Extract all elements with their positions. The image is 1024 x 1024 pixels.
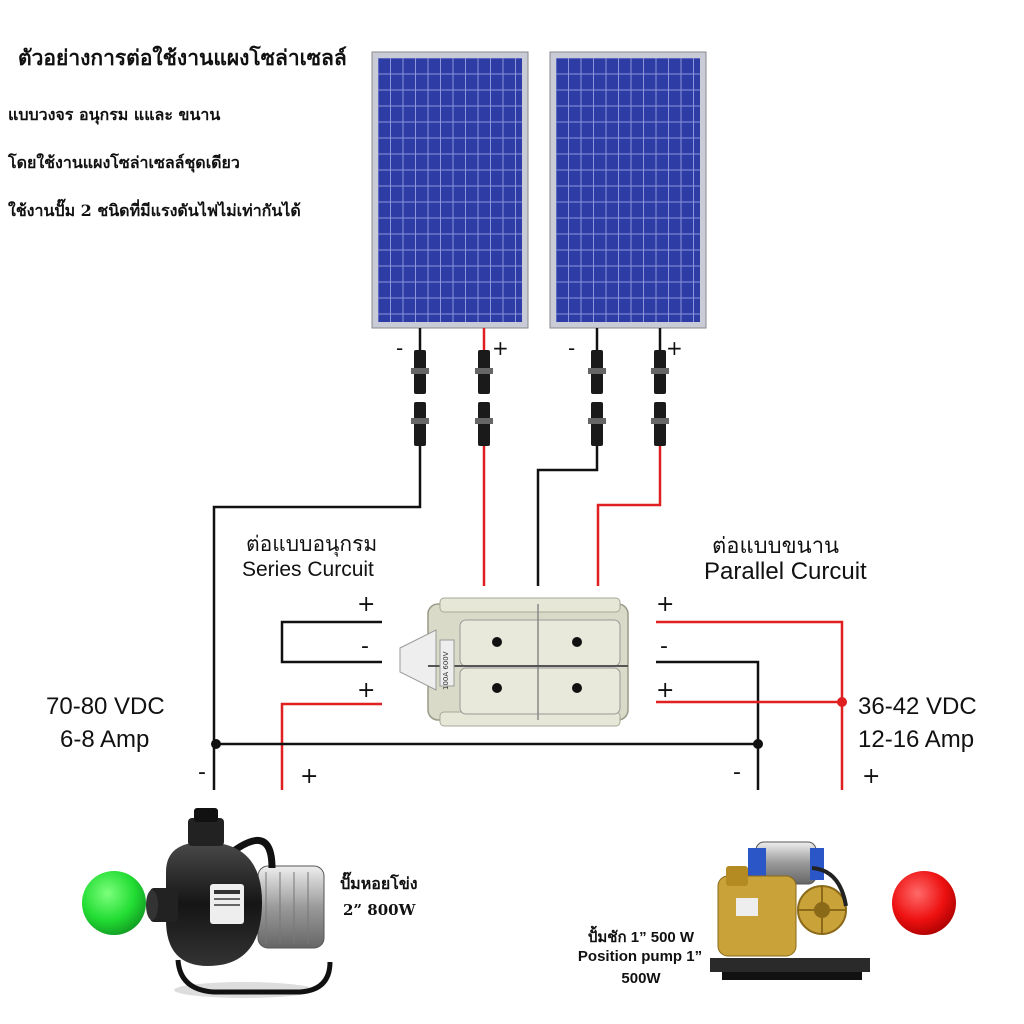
series-plus-bottom: + [357,678,376,703]
intro-line-1: แบบวงจร อนุกรม แและ ขนาน [8,105,221,124]
panel1-minus: - [396,336,404,360]
series-plus-top: + [357,592,376,617]
right-output-plus: + [862,764,881,789]
left-output-minus: - [198,760,206,785]
panel1-plus: + [492,336,509,360]
series-label-en: Series Curcuit [242,558,374,581]
switch-rating: 100A 600V [442,651,450,690]
parallel-label-en: Parallel Curcuit [704,558,867,585]
series-voltage: 70-80 VDC [46,693,165,720]
panel2-minus: - [568,336,576,360]
green-indicator-light [82,871,146,935]
parallel-current: 12-16 Amp [858,726,975,753]
panel-connectors [411,328,669,446]
centrifugal-pump [146,808,333,998]
parallel-plus-top: + [656,592,675,617]
series-minus-mid: - [361,634,369,659]
parallel-minus-mid: - [660,634,668,659]
series-current: 6-8 Amp [60,726,150,753]
panel2-plus: + [666,336,683,360]
intro-line-3: ใช้งานปั๊ม 2 ชนิดที่มีแรงดันไฟไม่เท่ากัน… [8,201,301,220]
parallel-plus-bottom: + [656,678,675,703]
diagram-title: ตัวอย่างการต่อใช้งานแผงโซล่าเซลล์ [18,45,347,70]
series-label-th: ต่อแบบอนุกรม [246,533,378,556]
pump-right-line3: 500W [621,970,661,987]
red-indicator-light [892,871,956,935]
left-output-plus: + [300,764,319,789]
parallel-voltage: 36-42 VDC [858,693,977,720]
piston-pump [710,841,870,980]
knife-switch [399,597,629,727]
intro-line-2: โดยใช้งานแผงโซล่าเซลล์ชุดเดียว [8,153,240,172]
wiring [212,446,844,790]
junction-dots [211,697,847,749]
pump-left-spec: 2” 800W [343,901,416,919]
pump-right-line1: ปั้มชัก 1” 500 W [587,929,695,946]
solar-panel-2 [549,51,707,329]
solar-panel-1 [371,51,529,329]
pump-right-line2: Position pump 1” [577,948,703,965]
parallel-label-th: ต่อแบบขนาน [712,533,840,558]
right-output-minus: - [733,760,741,785]
pump-left-name: ปั๊มหอยโข่ง [340,874,418,893]
